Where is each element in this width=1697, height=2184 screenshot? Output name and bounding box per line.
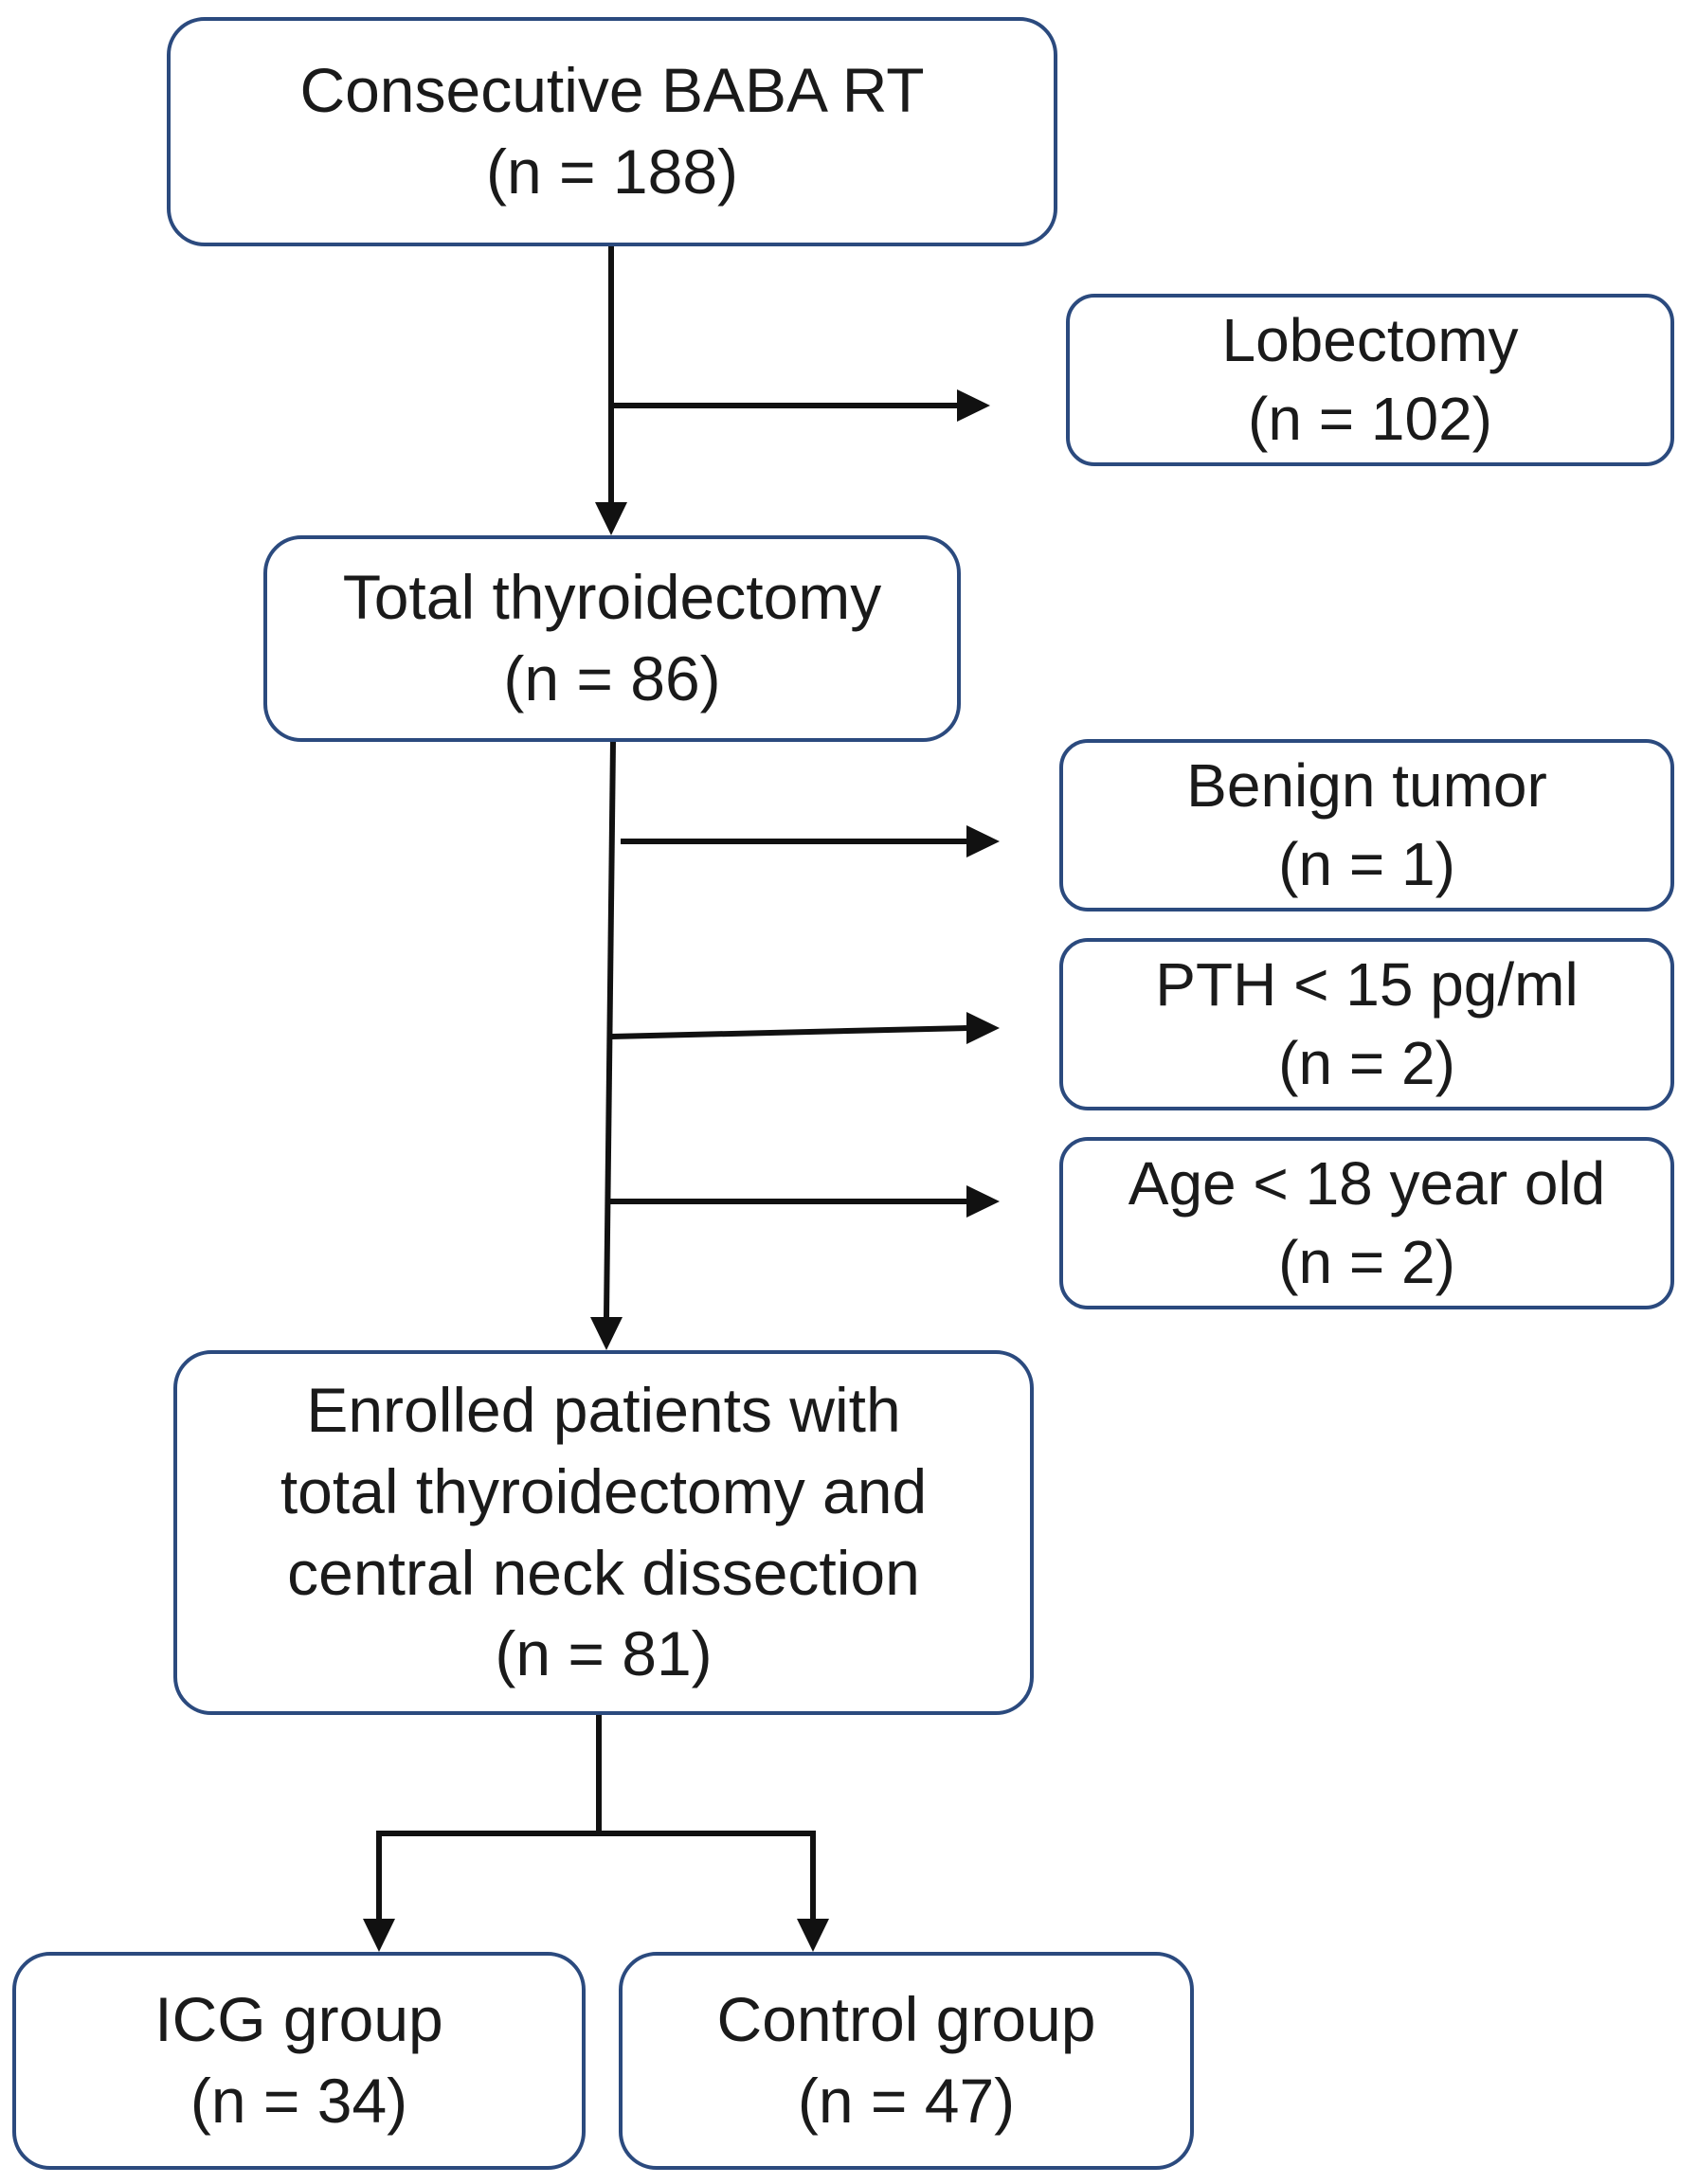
arrowhead-enrolled bbox=[590, 1317, 623, 1350]
arrowhead-icg bbox=[363, 1919, 395, 1952]
box-consecutive-baba-rt: Consecutive BABA RT (n = 188) bbox=[167, 17, 1057, 246]
box-control-line-2: (n = 47) bbox=[797, 2066, 1016, 2136]
box-consecutive-line-1: Consecutive BABA RT bbox=[299, 55, 925, 126]
box-enrolled-line-1: Enrolled patients with bbox=[306, 1374, 901, 1445]
trunk-line-2 bbox=[604, 740, 616, 1318]
box-enrolled-line-4: (n = 81) bbox=[495, 1618, 713, 1689]
arrowhead-lobectomy bbox=[957, 389, 990, 422]
box-age-line-1: Age < 18 year old bbox=[1128, 1148, 1606, 1218]
box-lobectomy: Lobectomy (n = 102) bbox=[1066, 294, 1674, 466]
box-lobectomy-line-1: Lobectomy bbox=[1221, 305, 1519, 374]
box-enrolled-line-2: total thyroidectomy and bbox=[280, 1455, 928, 1526]
box-pth: PTH < 15 pg/ml (n = 2) bbox=[1059, 938, 1674, 1110]
box-consecutive-line-2: (n = 188) bbox=[486, 136, 738, 207]
box-total-thyroidectomy: Total thyroidectomy (n = 86) bbox=[263, 535, 961, 742]
box-enrolled-line-3: central neck dissection bbox=[287, 1537, 920, 1608]
box-benign-tumor: Benign tumor (n = 1) bbox=[1059, 739, 1674, 912]
box-icg-group: ICG group (n = 34) bbox=[12, 1952, 586, 2170]
box-lobectomy-line-2: (n = 102) bbox=[1248, 385, 1492, 453]
box-benign-line-1: Benign tumor bbox=[1186, 750, 1547, 820]
box-control-group: Control group (n = 47) bbox=[619, 1952, 1194, 2170]
box-icg-line-2: (n = 34) bbox=[190, 2066, 408, 2136]
arrowhead-age bbox=[966, 1185, 1000, 1218]
box-total-line-1: Total thyroidectomy bbox=[342, 562, 882, 633]
arrowhead-total bbox=[595, 502, 627, 535]
arrowhead-pth bbox=[966, 1012, 1000, 1044]
box-age: Age < 18 year old (n = 2) bbox=[1059, 1137, 1674, 1309]
box-icg-line-1: ICG group bbox=[154, 1984, 443, 2055]
branch-line-pth bbox=[610, 1025, 967, 1039]
box-benign-line-2: (n = 1) bbox=[1278, 830, 1455, 898]
box-total-line-2: (n = 86) bbox=[503, 643, 721, 713]
box-pth-line-1: PTH < 15 pg/ml bbox=[1155, 949, 1579, 1019]
box-pth-line-2: (n = 2) bbox=[1278, 1029, 1455, 1097]
box-age-line-2: (n = 2) bbox=[1278, 1228, 1455, 1296]
arrowhead-control bbox=[797, 1919, 829, 1952]
arrowhead-benign bbox=[966, 825, 1000, 857]
box-enrolled-patients: Enrolled patients with total thyroidecto… bbox=[173, 1350, 1034, 1715]
box-control-line-1: Control group bbox=[716, 1984, 1096, 2055]
